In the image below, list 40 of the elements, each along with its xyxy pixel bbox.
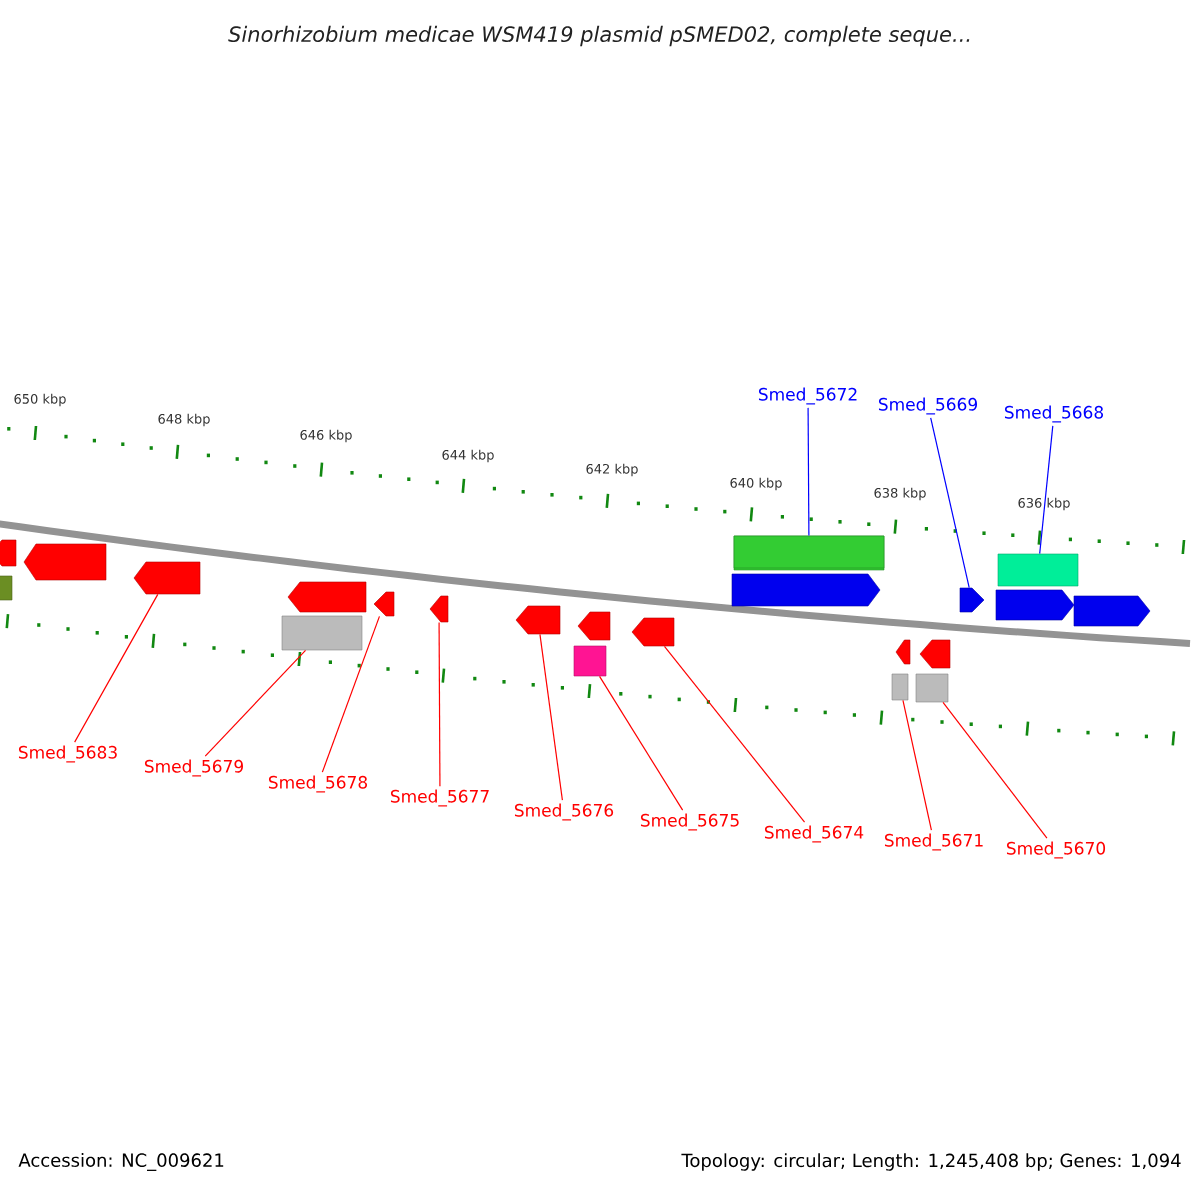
- leader-line: [321, 615, 381, 773]
- gene-label: Smed_5683: [18, 745, 117, 763]
- leader-line: [930, 417, 970, 589]
- gene-label: Smed_5669: [878, 397, 977, 415]
- gene-feature: [731, 573, 881, 607]
- gene-feature: [915, 673, 949, 703]
- gene-label: Smed_5670: [1006, 841, 1106, 859]
- gene-feature: [373, 591, 395, 617]
- gene-label: Smed_5668: [1004, 405, 1104, 423]
- genome-info-text: Topology: circular; Length: 1,245,408 bp; Genes: 1,094: [681, 1153, 1181, 1171]
- gene-feature: [133, 561, 201, 595]
- gene-feature: [515, 605, 561, 635]
- gene-label: Smed_5674: [764, 825, 864, 843]
- gene-feature: [429, 595, 449, 623]
- accession-text: Accession: NC_009621: [18, 1153, 224, 1171]
- gene-feature: [573, 645, 607, 677]
- gene-label: Smed_5679: [144, 759, 243, 777]
- leader-line: [807, 407, 810, 537]
- gene-label: Smed_5671: [884, 833, 983, 851]
- leader-line: [598, 675, 684, 811]
- gene-feature: [281, 615, 363, 651]
- gene-feature: [733, 535, 885, 569]
- leader-line: [204, 649, 307, 757]
- gene-label: Smed_5672: [758, 387, 857, 405]
- gene-feature: [959, 587, 985, 613]
- leader-line: [663, 645, 806, 823]
- leader-line: [942, 701, 1048, 839]
- leader-line: [438, 621, 441, 787]
- gene-feature: [631, 617, 675, 647]
- gene-label: Smed_5677: [390, 789, 489, 807]
- leader-line: [1039, 425, 1054, 555]
- gene-feature: [997, 553, 1079, 587]
- gene-feature: [891, 673, 909, 701]
- gene-label: Smed_5675: [640, 813, 739, 831]
- gene-label: Smed_5678: [268, 775, 367, 793]
- gene-label: Smed_5676: [514, 803, 614, 821]
- leader-line: [74, 593, 159, 743]
- leader-line: [902, 699, 932, 831]
- leader-line: [539, 633, 563, 801]
- title: Sinorhizobium medicae WSM419 plasmid pSMED02, complete seque...: [228, 25, 970, 47]
